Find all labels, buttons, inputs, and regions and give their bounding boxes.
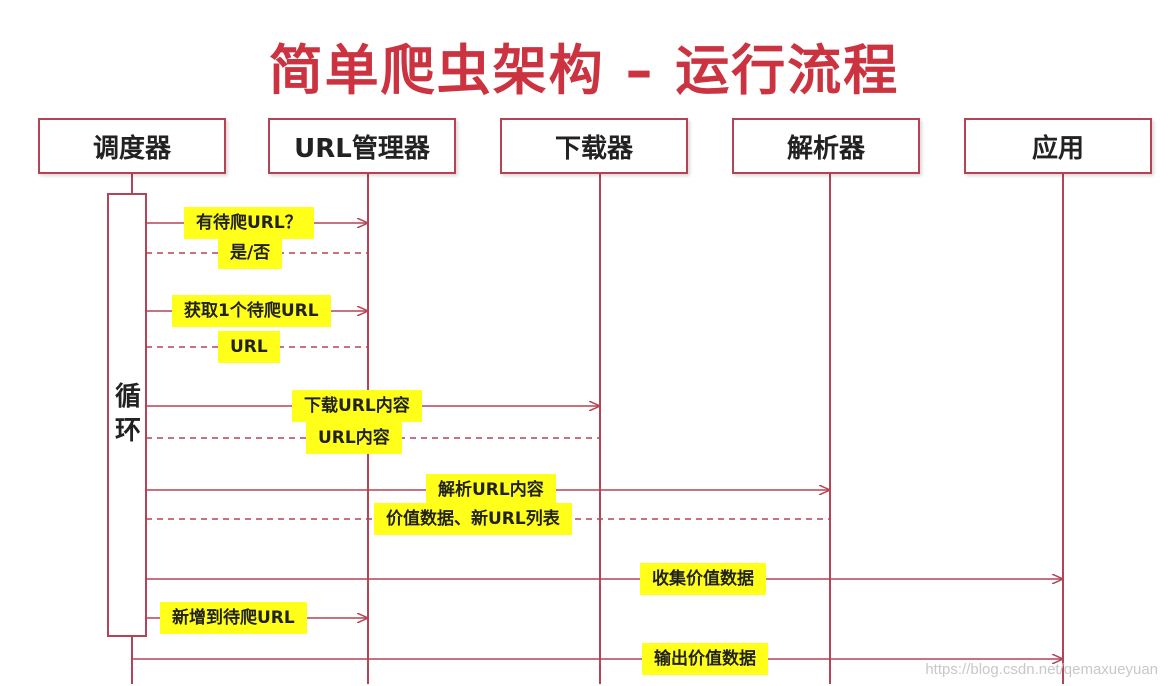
message-label-5: 下载URL内容 [292,390,422,422]
message-label-9: 收集价值数据 [640,563,766,595]
message-label-1: 有待爬URL？ [184,207,314,239]
message-label-4: URL [218,331,280,363]
activation-bar [107,193,147,637]
diagram-title: 简单爬虫架构 – 运行流程 [268,39,900,102]
participant-url-manager: URL管理器 [268,118,456,174]
watermark: https://blog.csdn.net/qemaxueyuan [925,661,1158,678]
loop-label: 循 环 [110,380,146,448]
message-label-3: 获取1个待爬URL [172,295,331,327]
message-label-2: 是/否 [218,237,283,269]
participant-parser: 解析器 [732,118,920,174]
participant-application: 应用 [964,118,1152,174]
message-label-10: 新增到待爬URL [160,602,307,634]
message-label-11: 输出价值数据 [642,643,768,675]
loop-label-char-1: 循 [114,382,141,412]
message-label-7: 解析URL内容 [426,474,556,506]
message-label-6: URL内容 [306,422,402,454]
message-label-8: 价值数据、新URL列表 [374,503,572,535]
loop-label-char-2: 环 [114,416,141,446]
participant-scheduler: 调度器 [38,118,226,174]
participant-downloader: 下载器 [500,118,688,174]
